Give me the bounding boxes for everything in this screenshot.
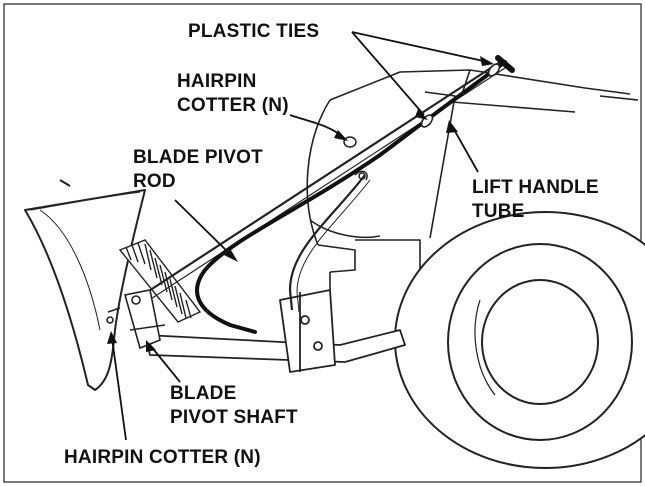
- lift-link-arm: [288, 174, 366, 311]
- hairpin-cotter-top-part: [343, 136, 368, 181]
- pivot-bracket: [106, 289, 166, 350]
- blade-edge-line: [39, 209, 101, 331]
- label-lift-handle-tube: LIFT HANDLE TUBE: [472, 177, 599, 222]
- leader-lines: [111, 31, 489, 441]
- blade-spring: [118, 239, 202, 323]
- wheel-hub-shading: [474, 299, 496, 396]
- label-blade-pivot-shaft: BLADE PIVOT SHAFT: [170, 383, 298, 428]
- lift-handle-tube: [195, 60, 507, 334]
- lift-handle-grip: [495, 55, 515, 73]
- arrowheads: [107, 56, 494, 352]
- tractor-wheel: [394, 211, 645, 469]
- label-blade-pivot-rod: BLADE PIVOT ROD: [133, 147, 263, 192]
- label-hairpin-cotter-bottom: HAIRPIN COTTER (N): [64, 447, 261, 468]
- lift-link-arm-inner: [296, 179, 371, 313]
- label-plastic-ties: PLASTIC TIES: [188, 21, 320, 42]
- label-hairpin-cotter-top: HAIRPIN COTTER (N): [177, 71, 289, 116]
- plastic-ties: [420, 63, 501, 128]
- hitch-frame: [144, 289, 406, 373]
